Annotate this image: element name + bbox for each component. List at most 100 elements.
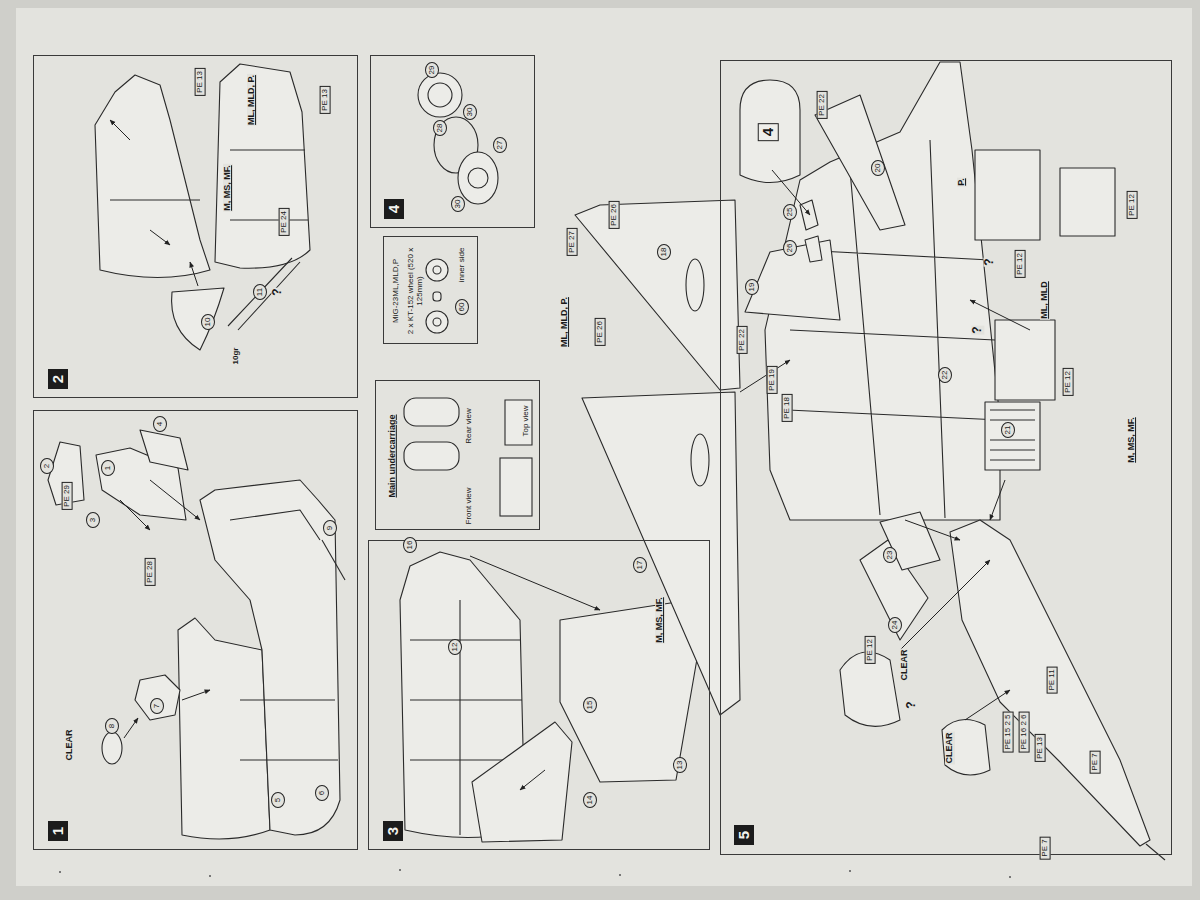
callout-number: 60 — [455, 299, 469, 315]
paper-specks-shape — [619, 874, 621, 876]
main-arrows-shape — [990, 480, 1005, 520]
fuselage-assembly — [740, 62, 1115, 520]
callout-number: 8 — [105, 718, 119, 734]
weight-note: 10gr — [232, 347, 241, 366]
part-ref-box: PE 29 — [62, 482, 73, 510]
fuselage-assembly-shape — [990, 410, 1035, 460]
panel3-parts-shape — [472, 722, 572, 842]
note-text: CLEAR — [65, 729, 75, 762]
undercarriage-views — [404, 398, 532, 516]
panel3-parts — [400, 552, 702, 842]
callout-number: 4 — [153, 416, 167, 432]
part-ref-box: PE 13 — [1035, 734, 1046, 762]
panel4-parts — [418, 73, 498, 204]
callout-number: 14 — [583, 792, 597, 808]
wheel-parts-shape — [426, 311, 448, 333]
wheel-parts-shape — [433, 318, 441, 326]
callout-number: 9 — [323, 520, 337, 536]
part-ref-box: PE 12 — [1127, 191, 1138, 219]
callout-number: 6 — [315, 785, 329, 801]
callout-number: 7 — [150, 698, 164, 714]
part-ref-box: PE 18 — [782, 394, 793, 422]
panel3-parts-shape — [560, 600, 702, 782]
undercarriage-box: Main undercarriageFront viewRear viewTop… — [375, 380, 540, 530]
panel1-parts-shape — [140, 430, 188, 470]
paper-specks — [59, 869, 1011, 878]
callout-number: 16 — [403, 537, 417, 553]
undercarriage-views-shape — [505, 400, 532, 445]
box-text: Top view — [521, 405, 530, 436]
panel2-parts — [95, 64, 310, 350]
step-number: 2 — [48, 369, 68, 389]
wheel-parts-shape — [433, 292, 441, 301]
query-mark: ? — [271, 287, 284, 296]
callout-number: 11 — [253, 284, 267, 300]
callout-number: 28 — [433, 120, 447, 136]
variant-label: P. — [957, 177, 967, 186]
panel1-arrows-shape — [124, 718, 138, 738]
fuselage-assembly-shape — [745, 240, 840, 320]
box-text: MiG-23ML,MLD,P — [391, 259, 400, 323]
callout-number: 18 — [657, 244, 671, 260]
panel1-parts-shape — [322, 540, 345, 580]
undercarriage-views-shape — [404, 398, 459, 426]
panel1-parts-shape — [178, 618, 270, 839]
fuselage-assembly-shape — [985, 402, 1040, 470]
callout-number: 17 — [633, 557, 647, 573]
paper-specks-shape — [849, 870, 851, 872]
wing-parts — [575, 200, 740, 715]
step-number: 3 — [383, 821, 403, 841]
callout-number: 23 — [883, 547, 897, 563]
panel4-parts-shape — [458, 152, 498, 204]
step-panel: 4 — [370, 55, 535, 228]
wheel-info-box: MiG-23ML,MLD,P2 x KT-152 wheel (520 x 12… — [383, 236, 478, 344]
part-ref-box: PE 13 — [195, 68, 206, 96]
part-ref-box: PE 19 — [767, 366, 778, 394]
callout-number: 20 — [871, 160, 885, 176]
wing-parts-shape — [582, 392, 740, 715]
part-ref-box: PE 12 — [1063, 368, 1074, 396]
box-heading: Main undercarriage — [387, 414, 397, 497]
part-ref-box: PE 28 — [145, 558, 156, 586]
panel1-parts-shape — [102, 732, 122, 764]
main-arrows-shape — [900, 560, 990, 650]
wing-parts-shape — [691, 434, 709, 486]
fuselage-assembly-shape — [815, 95, 905, 230]
panel2-parts-shape — [95, 75, 210, 278]
main-arrows-shape — [740, 360, 790, 392]
panel1-parts — [48, 430, 345, 839]
main-arrows — [740, 170, 1030, 720]
wing-parts-shape — [686, 259, 704, 311]
paper-specks-shape — [209, 875, 211, 877]
panel2-parts-shape — [172, 288, 224, 350]
part-ref-box: PE 7 — [1040, 836, 1051, 859]
part-ref-box: PE 11 — [1047, 666, 1058, 693]
step-number: 4 — [384, 199, 404, 219]
panel2-arrows-shape — [150, 230, 170, 245]
part-ref-box: PE 7 — [1090, 750, 1101, 773]
variant-label: ML, MLD, P. — [247, 74, 257, 126]
nose-parts-shape — [950, 520, 1150, 846]
panel4-parts-shape — [428, 83, 452, 107]
wing-parts-shape — [575, 200, 740, 390]
box-text: inner side — [457, 248, 466, 283]
query-mark: ? — [905, 700, 918, 709]
callout-number: 26 — [783, 240, 797, 256]
variant-label: ML, MLD — [1040, 280, 1050, 320]
fuselage-assembly-shape — [800, 200, 822, 262]
callout-number: 27 — [493, 137, 507, 153]
part-ref-box: PE 26 — [609, 201, 620, 229]
variant-label: M, MS, MF. — [655, 596, 665, 644]
part-ref-box: PE 22 — [737, 326, 748, 354]
wheel-parts-shape — [433, 266, 441, 274]
box-text: Front view — [464, 488, 473, 525]
part-ref-box: PE 26 — [595, 318, 606, 346]
nose-parts-shape — [880, 512, 940, 570]
query-mark: ? — [983, 257, 996, 266]
callout-number: 24 — [888, 617, 902, 633]
callout-number: 1 — [101, 460, 115, 476]
panel2-arrows-shape — [190, 262, 198, 286]
panel1-arrows-shape — [120, 500, 150, 530]
panel2-arrows — [110, 120, 198, 286]
